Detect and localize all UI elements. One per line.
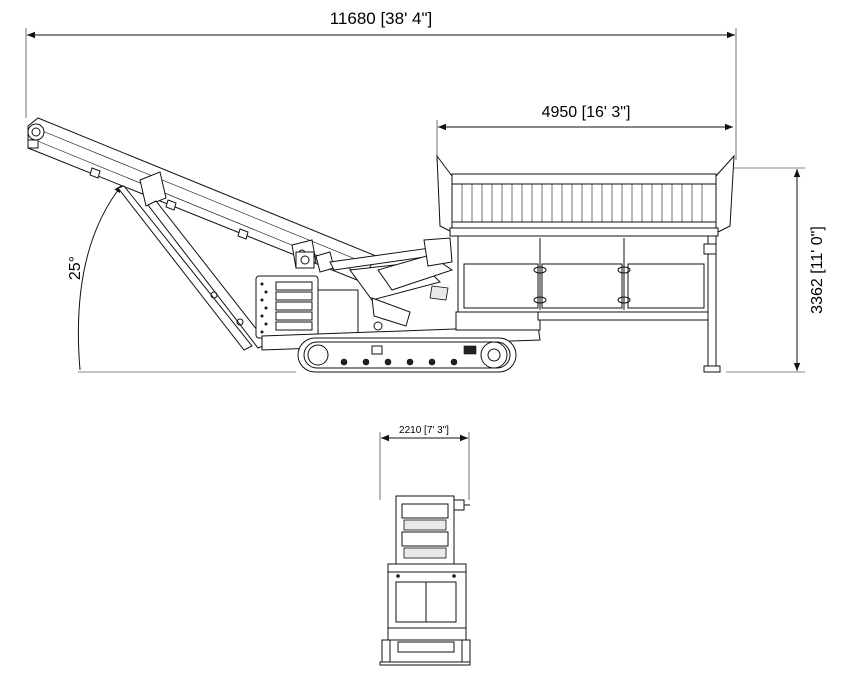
stacking-conveyor [27,117,377,283]
hopper-length-dimension: 4950 [16' 3"] [436,104,733,162]
crawler-track [297,337,517,373]
feeder-chute [349,237,454,331]
conveyor-angle-label: 25° [67,256,84,280]
overall-width-label: 2210 [7' 3"] [399,425,449,436]
grizzly-bars [461,184,703,222]
hopper-grizzly [436,154,735,237]
overall-height-label: 3362 [11' 0"] [809,226,826,314]
conveyor-angle-dimension: 25° [67,184,296,373]
screen-box [457,235,709,313]
overall-length-dimension: 11680 [38' 4"] [25,9,737,160]
machine-side-view [27,117,735,373]
hopper-length-label: 4950 [16' 3"] [542,104,631,121]
conveyor-support-struts [117,185,433,351]
overall-height-dimension: 3362 [11' 0"] [726,167,826,373]
rear-support-leg [703,235,721,373]
machine-end-view [379,495,471,666]
overall-width-dimension: 2210 [7' 3"] [379,425,470,500]
engine-grille [260,282,268,334]
overall-length-label: 11680 [38' 4"] [330,9,433,28]
